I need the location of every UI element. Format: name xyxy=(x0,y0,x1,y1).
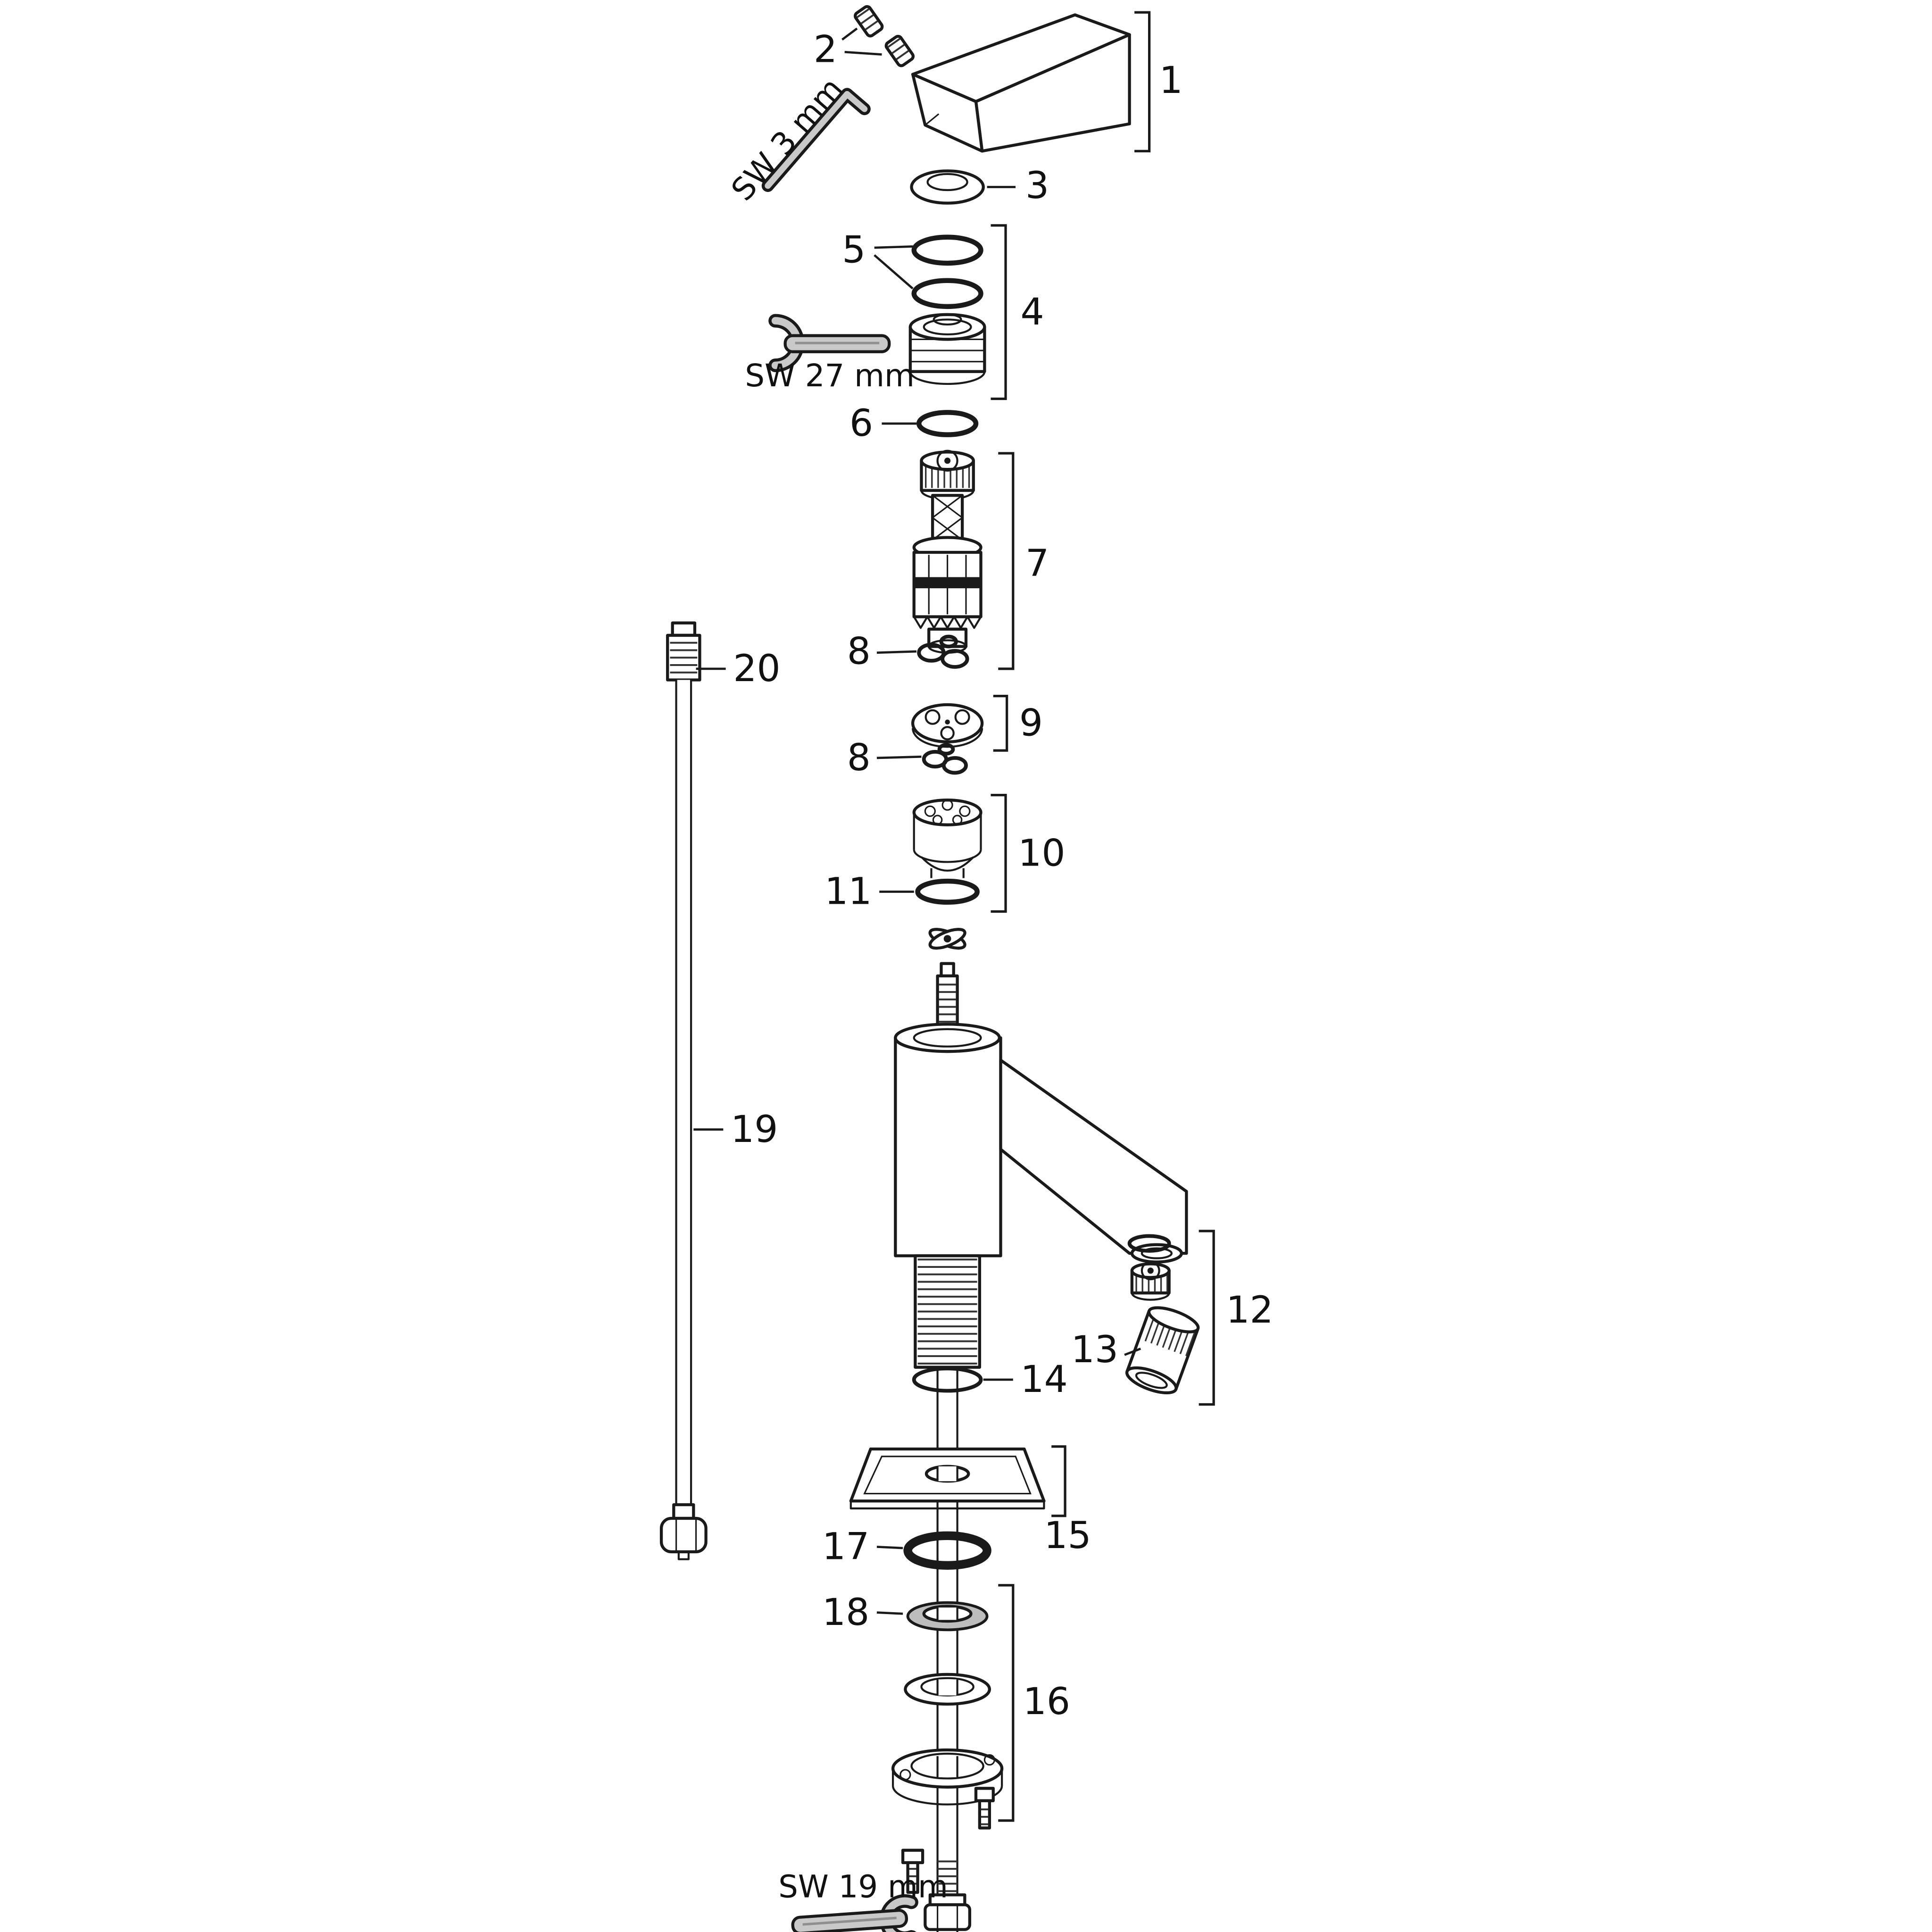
wrench-19-size-label: SW 19 mm xyxy=(778,1869,948,1905)
part-14-o-ring xyxy=(912,1366,983,1393)
callout-11: 11 xyxy=(824,870,872,913)
callout-2: 2 xyxy=(814,27,837,71)
part-10-insert xyxy=(912,799,983,878)
bracket-16 xyxy=(998,1584,1015,1822)
mounting-screw-left xyxy=(901,1849,924,1894)
part-11-o-ring xyxy=(915,878,980,905)
leader-line-2a xyxy=(841,27,858,41)
open-end-wrench-27 xyxy=(768,314,891,373)
part-1-handle xyxy=(911,13,1131,153)
part-8-seals-lower xyxy=(922,743,968,775)
faucet-body xyxy=(894,962,1188,1369)
retaining-clip xyxy=(928,928,966,950)
part-3-sleeve-ring xyxy=(910,169,985,205)
callout-19: 19 xyxy=(731,1108,778,1151)
callout-10: 10 xyxy=(1018,831,1065,874)
callout-8a: 8 xyxy=(847,629,871,673)
part-16-fastening-set xyxy=(891,1673,1004,1894)
callout-18: 18 xyxy=(822,1591,869,1634)
part-8-seals-upper xyxy=(917,634,969,669)
part-19-supply-hose xyxy=(659,621,708,1560)
wrench-27-size-label: SW 27 mm xyxy=(745,358,915,394)
callout-15: 15 xyxy=(1044,1514,1091,1557)
bracket-9 xyxy=(993,694,1008,752)
callout-1: 1 xyxy=(1159,58,1183,102)
leader-line-2b xyxy=(844,50,882,56)
bracket-4 xyxy=(991,224,1007,400)
leader-line-17 xyxy=(876,1546,903,1549)
bracket-7 xyxy=(998,452,1015,670)
leader-line-13 xyxy=(1124,1348,1141,1356)
part-6-o-ring xyxy=(916,410,979,437)
bracket-12 xyxy=(1199,1230,1215,1406)
callout-20: 20 xyxy=(733,647,780,690)
leader-line-5a xyxy=(874,245,913,249)
part-17-o-ring xyxy=(903,1531,991,1570)
callout-4: 4 xyxy=(1021,290,1044,333)
open-end-wrench-19 xyxy=(791,1894,918,1932)
part-12-aerator-set xyxy=(1127,1234,1171,1301)
part-2-set-screws xyxy=(854,5,915,67)
part-15-escutcheon-plate xyxy=(849,1447,1046,1510)
leader-line-8a xyxy=(876,650,917,654)
leader-line-18 xyxy=(876,1611,903,1615)
allen-key-tool xyxy=(761,88,871,192)
callout-8b: 8 xyxy=(847,736,871,779)
callout-9: 9 xyxy=(1019,701,1043,745)
callout-14: 14 xyxy=(1021,1357,1068,1401)
callout-3: 3 xyxy=(1025,164,1049,207)
mounting-screw-right xyxy=(974,1787,995,1830)
part-9-regulator-disc xyxy=(911,703,984,748)
callout-5: 5 xyxy=(842,228,866,272)
part-5-o-rings xyxy=(911,234,983,309)
bracket-10 xyxy=(991,794,1007,913)
callout-16: 16 xyxy=(1023,1680,1070,1723)
part-18-base-washer xyxy=(906,1601,989,1632)
rod-nut xyxy=(924,1893,972,1931)
leader-line-8b xyxy=(876,755,922,759)
bracket-1 xyxy=(1134,11,1151,152)
callout-13: 13 xyxy=(1071,1328,1118,1371)
part-4-retaining-nut xyxy=(908,313,986,385)
bracket-15 xyxy=(1051,1445,1066,1517)
part-13-spray-housing xyxy=(1125,1306,1200,1394)
callout-6: 6 xyxy=(849,401,873,445)
callout-7: 7 xyxy=(1025,541,1049,585)
callout-12: 12 xyxy=(1226,1288,1273,1332)
leader-line-5b xyxy=(874,254,914,290)
callout-17: 17 xyxy=(822,1525,869,1568)
